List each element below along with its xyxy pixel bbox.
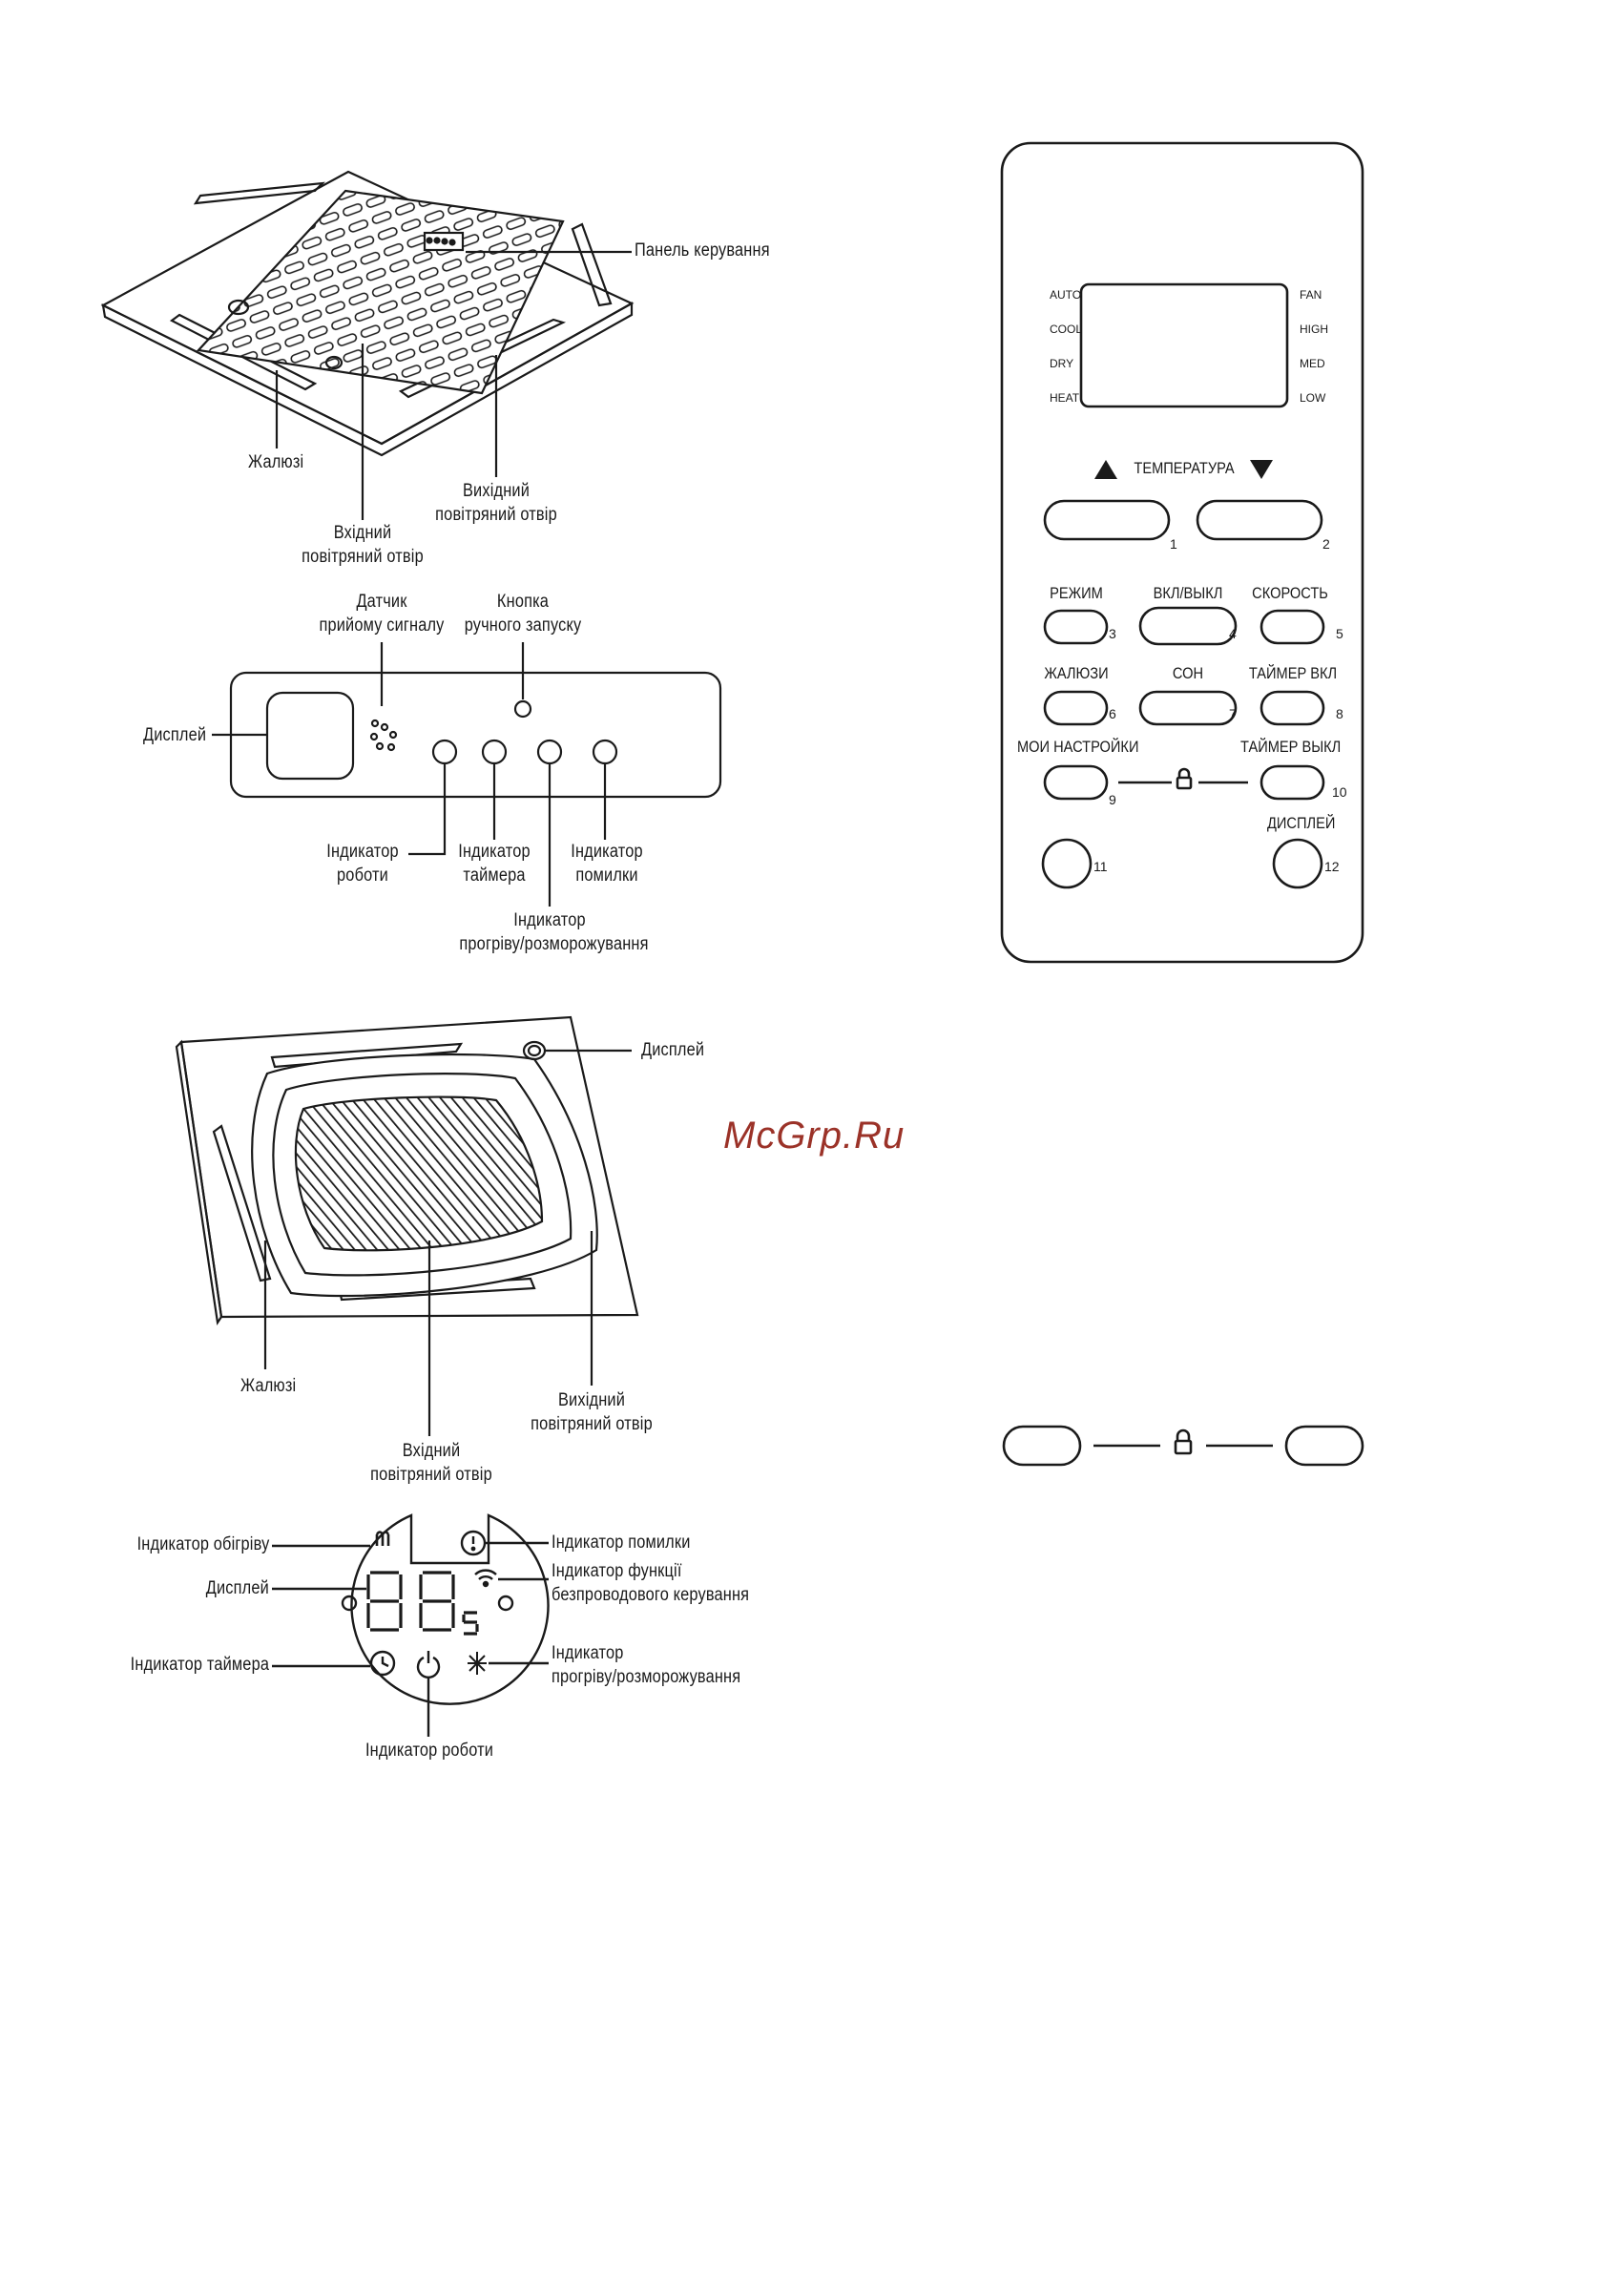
control-panel-illustration bbox=[212, 642, 722, 907]
mode-low: LOW bbox=[1300, 391, 1326, 405]
button-number-5: 5 bbox=[1336, 626, 1343, 641]
mode-high: HIGH bbox=[1300, 323, 1328, 336]
label-wireless-line2: безпроводового керування bbox=[552, 1585, 750, 1605]
label-inlet-line1: Вхідний bbox=[333, 523, 392, 543]
label-bottom-outlet-line1: Вихідний bbox=[557, 1390, 626, 1410]
button-number-2: 2 bbox=[1322, 536, 1330, 552]
remote-illustration bbox=[1000, 141, 1364, 964]
label-louvers-top: Жалюзі bbox=[248, 452, 304, 472]
label-bottom-inlet-line1: Вхідний bbox=[402, 1441, 461, 1461]
label-mode: РЕЖИМ bbox=[1050, 584, 1103, 602]
label-outlet-line1: Вихідний bbox=[462, 481, 531, 501]
mode-fan: FAN bbox=[1300, 288, 1322, 302]
label-inlet-line2: повітряний отвір bbox=[302, 547, 424, 567]
label-sensor-line1: Датчик bbox=[356, 592, 407, 612]
label-defrost-line2: прогріву/розморожування bbox=[459, 934, 649, 954]
label-remote-louvers: ЖАЛЮЗИ bbox=[1044, 664, 1109, 682]
label-round-defrost-line2: прогріву/розморожування bbox=[552, 1667, 741, 1687]
label-sleep: СОН bbox=[1172, 664, 1204, 682]
label-onoff: ВКЛ/ВЫКЛ bbox=[1153, 584, 1223, 602]
label-bottom-outlet-line2: повітряний отвір bbox=[531, 1414, 653, 1434]
label-error-line1: Індикатор bbox=[571, 842, 643, 862]
label-sensor-line2: прийому сигналу bbox=[319, 615, 445, 636]
button-number-1: 1 bbox=[1170, 536, 1177, 552]
label-round-display: Дисплей bbox=[205, 1578, 269, 1598]
cassette-bottom-illustration bbox=[175, 1015, 639, 1436]
label-panel-display: Дисплей bbox=[143, 725, 207, 745]
label-error-line2: помилки bbox=[575, 865, 638, 886]
label-round-defrost-line1: Індикатор bbox=[552, 1643, 624, 1663]
label-bottom-louvers: Жалюзі bbox=[240, 1376, 297, 1396]
label-remote-display: ДИСПЛЕЙ bbox=[1267, 814, 1336, 832]
label-timer-off: ТАЙМЕР ВЫКЛ bbox=[1240, 738, 1342, 756]
mode-heat: HEAT bbox=[1050, 391, 1080, 405]
button-number-4: 4 bbox=[1229, 626, 1237, 641]
label-bottom-display: Дисплей bbox=[641, 1040, 705, 1060]
label-round-timer: Індикатор таймера bbox=[130, 1655, 269, 1675]
label-manual-line2: ручного запуску bbox=[464, 615, 582, 636]
mode-dry: DRY bbox=[1050, 357, 1074, 370]
label-timer-line1: Індикатор bbox=[458, 842, 531, 862]
label-timer-line2: таймера bbox=[463, 865, 526, 886]
label-run-line1: Індикатор bbox=[326, 842, 399, 862]
label-run-line2: роботи bbox=[337, 865, 388, 886]
button-number-12: 12 bbox=[1324, 859, 1340, 874]
cassette-top-illustration bbox=[100, 170, 635, 520]
button-number-8: 8 bbox=[1336, 706, 1343, 721]
label-heat-indicator: Індикатор обігріву bbox=[136, 1534, 269, 1554]
button-number-7: 7 bbox=[1229, 706, 1237, 721]
label-round-run: Індикатор роботи bbox=[364, 1741, 494, 1761]
mode-cool: COOL bbox=[1050, 323, 1083, 336]
button-number-3: 3 bbox=[1109, 626, 1116, 641]
label-manual-line1: Кнопка bbox=[496, 592, 550, 612]
label-control-panel: Панель керування bbox=[635, 240, 770, 261]
label-my-settings: МОИ НАСТРОЙКИ bbox=[1017, 738, 1139, 756]
button-number-11: 11 bbox=[1093, 859, 1108, 874]
label-round-error: Індикатор помилки bbox=[552, 1533, 691, 1553]
mode-auto: AUTO bbox=[1050, 288, 1082, 302]
lock-combination-illustration bbox=[1002, 1425, 1364, 1467]
button-number-10: 10 bbox=[1332, 784, 1347, 800]
mode-med: MED bbox=[1300, 357, 1325, 370]
label-speed: СКОРОСТЬ bbox=[1252, 584, 1328, 602]
button-number-6: 6 bbox=[1109, 706, 1116, 721]
label-bottom-inlet-line2: повітряний отвір bbox=[370, 1465, 492, 1485]
label-outlet-line2: повітряний отвір bbox=[435, 505, 557, 525]
label-defrost-line1: Індикатор bbox=[513, 910, 586, 930]
label-timer-on: ТАЙМЕР ВКЛ bbox=[1248, 664, 1338, 682]
round-display-illustration bbox=[272, 1513, 550, 1737]
button-number-9: 9 bbox=[1109, 792, 1116, 807]
watermark: McGrp.Ru bbox=[723, 1115, 906, 1157]
label-wireless-line1: Індикатор функції bbox=[552, 1561, 682, 1581]
label-temperature: ТЕМПЕРАТУРА bbox=[1134, 459, 1235, 477]
